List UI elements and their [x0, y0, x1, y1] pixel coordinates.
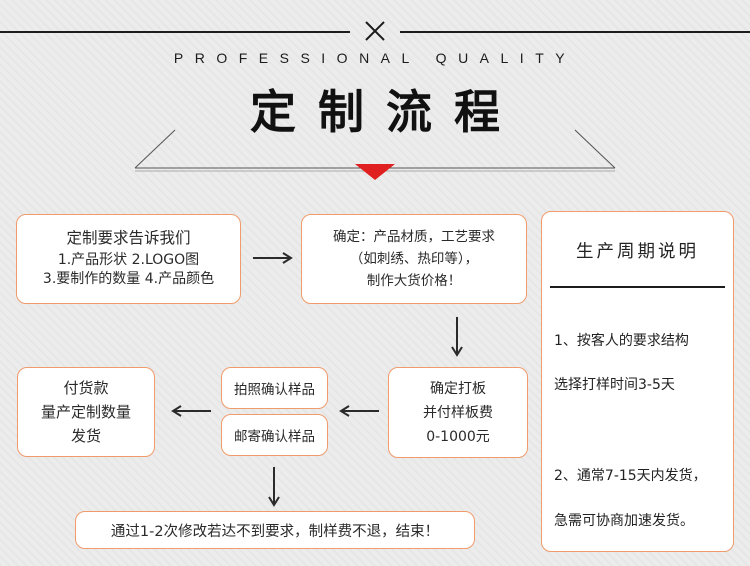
step-mail-confirm-label: 邮寄确认样品: [234, 429, 315, 445]
arrow-right-icon: [253, 252, 293, 264]
arrow-left-icon: [339, 405, 379, 417]
step-sample-fee-line2: 并付样板费: [423, 404, 493, 421]
panel-divider: [550, 286, 725, 288]
step-tell-requirements-line1: 1.产品形状 2.LOGO图: [57, 252, 200, 268]
cycle-item1-line2: 选择打样时间3-5天: [554, 377, 675, 393]
step-tell-requirements-line2: 3.要制作的数量 4.产品颜色: [42, 271, 215, 287]
cycle-item2-line2: 急需可协商加速发货。: [554, 513, 694, 529]
page-title: 定制流程: [250, 85, 522, 139]
step-end-note-text: 通过1-2次修改若达不到要求，制样费不退，结束！: [110, 523, 440, 540]
step-photo-confirm: 拍照确认样品: [221, 367, 328, 409]
step-confirm-line3: 制作大货价格！: [366, 273, 462, 289]
step-photo-confirm-label: 拍照确认样品: [234, 382, 315, 398]
arrow-left-icon: [171, 405, 211, 417]
step-sample-fee: 确定打板 并付样板费 0-1000元: [388, 367, 528, 458]
title-underline-decoration: [134, 129, 616, 180]
step-end-note: 通过1-2次修改若达不到要求，制样费不退，结束！: [75, 511, 475, 549]
step-confirm-line1: 确定：产品材质，工艺要求: [333, 229, 495, 245]
step-sample-fee-line3: 0-1000元: [426, 428, 490, 445]
step-confirm-material: 确定：产品材质，工艺要求 （如刺绣、热印等）， 制作大货价格！: [301, 214, 527, 304]
cycle-item1-line1: 1、按客人的要求结构: [554, 333, 689, 349]
close-cross-icon: [365, 21, 385, 41]
red-triangle-icon: [355, 164, 395, 180]
step-payment-line3: 发货: [70, 427, 101, 445]
step-tell-requirements-title: 定制要求告诉我们: [66, 229, 191, 247]
header-line-left: [0, 31, 350, 33]
header-line-right: [400, 31, 750, 33]
step-sample-fee-line1: 确定打板: [430, 380, 486, 397]
step-tell-requirements: 定制要求告诉我们 1.产品形状 2.LOGO图 3.要制作的数量 4.产品颜色: [16, 214, 241, 304]
step-confirm-line2: （如刺绣、热印等），: [349, 251, 479, 267]
step-payment-line2: 量产定制数量: [40, 403, 131, 421]
arrow-down-icon: [268, 467, 280, 507]
header-subtitle: PROFESSIONAL QUALITY: [173, 50, 577, 66]
arrow-down-icon: [451, 317, 463, 357]
cycle-item2-line1: 2、通常7-15天内发货，: [554, 468, 707, 484]
production-cycle-panel: 生产周期说明 1、按客人的要求结构 选择打样时间3-5天 2、通常7-15天内发…: [541, 211, 734, 552]
step-mail-confirm: 邮寄确认样品: [221, 414, 328, 456]
step-payment-line1: 付货款: [63, 379, 109, 397]
production-cycle-title: 生产周期说明: [576, 242, 699, 262]
step-payment-ship: 付货款 量产定制数量 发货: [17, 367, 155, 457]
